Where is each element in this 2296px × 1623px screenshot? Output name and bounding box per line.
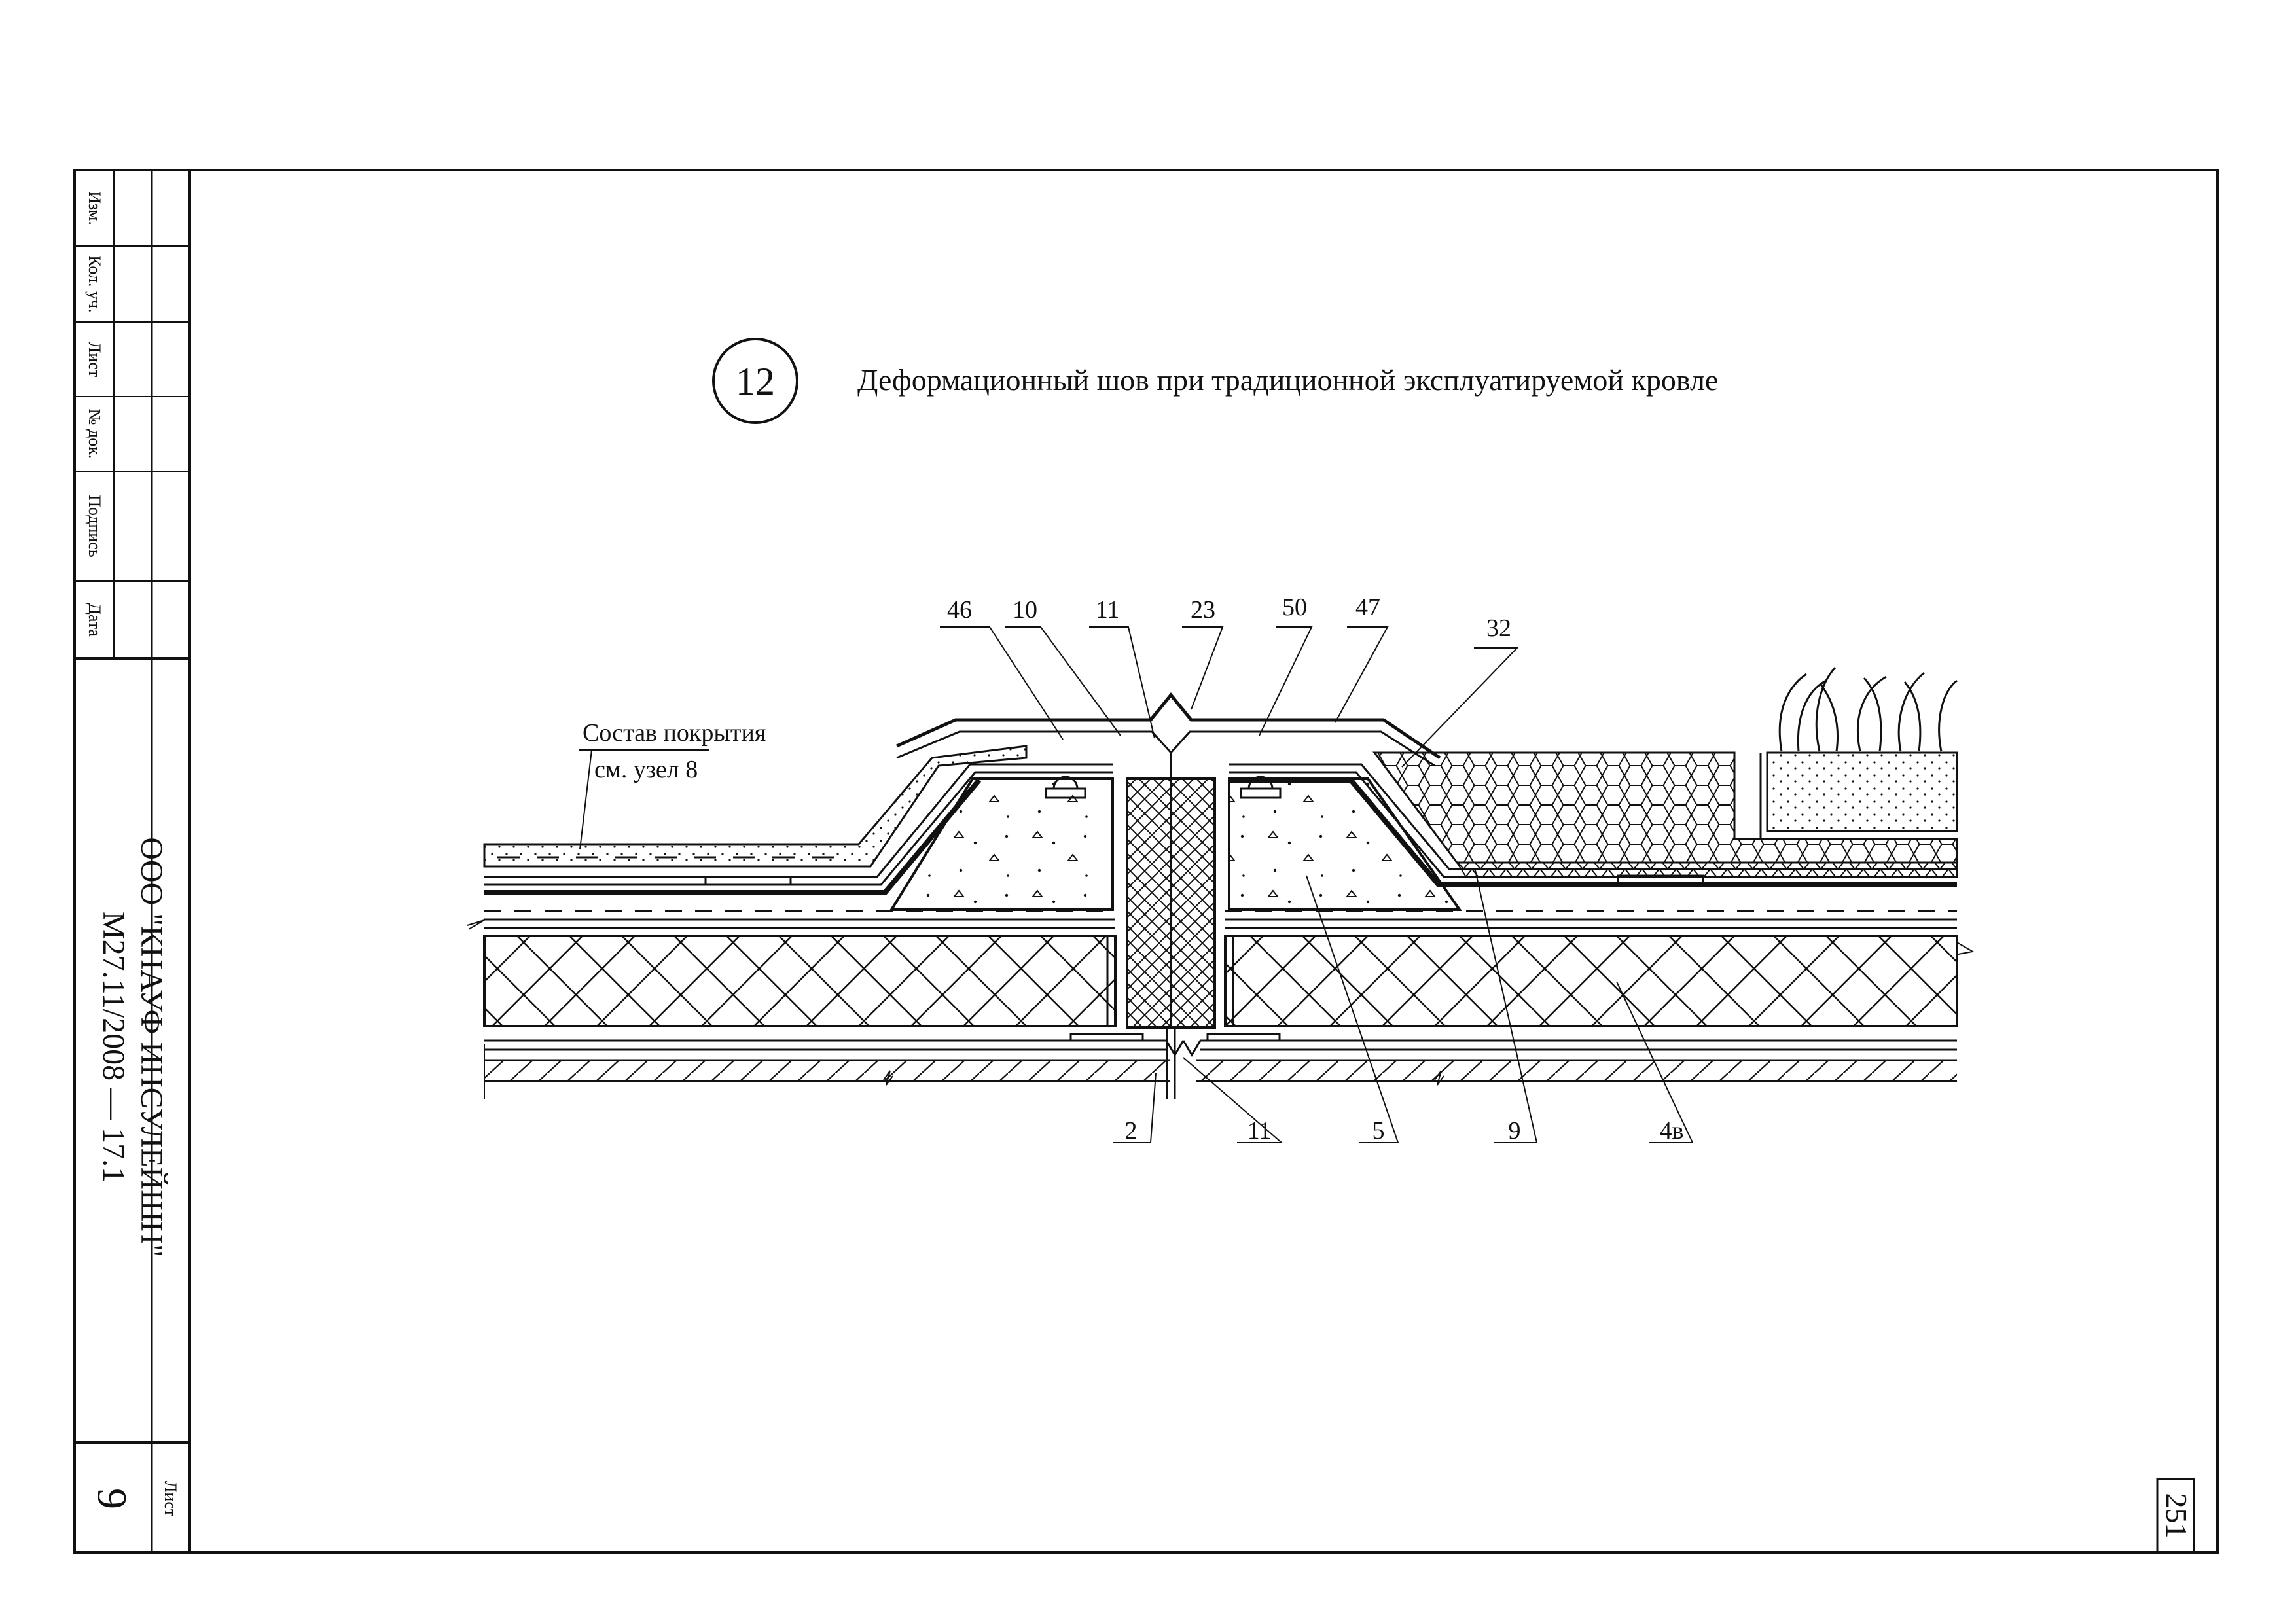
left-roof-buildup bbox=[483, 718, 1113, 895]
page-number-box: 251 bbox=[2156, 1478, 2195, 1554]
callout-10: 10 bbox=[1013, 596, 1037, 624]
node-header: 12 Деформационный шов при традиционной э… bbox=[712, 338, 1718, 424]
callout-9: 9 bbox=[1509, 1117, 1521, 1145]
callout-46: 46 bbox=[947, 596, 972, 624]
title-block: Изм. Кол. уч. Лист № док. Подпись Дата О… bbox=[73, 169, 191, 1554]
stamp-row-doc: № док. bbox=[85, 409, 104, 459]
anchor-left bbox=[1045, 776, 1086, 799]
vapor-barrier-layers bbox=[484, 1033, 1957, 1057]
soil-layer bbox=[1759, 751, 1958, 840]
node-circle bbox=[712, 338, 798, 424]
stamp-doc-code: М27.11/2008 — 17.1 bbox=[96, 912, 131, 1183]
coating-note: Состав покрытия см. узел 8 bbox=[583, 719, 766, 783]
callout-5: 5 bbox=[1372, 1117, 1385, 1145]
leader-lines-top bbox=[579, 626, 1519, 850]
callout-23: 23 bbox=[1191, 596, 1215, 624]
stamp-row-change: Изм. bbox=[85, 191, 104, 225]
base-slab bbox=[484, 1044, 1957, 1099]
grass-icon bbox=[1778, 666, 1958, 752]
leader-lines-bottom bbox=[1113, 870, 1694, 1143]
stamp-sheet-number: 9 bbox=[89, 1488, 135, 1509]
callout-4v: 4в bbox=[1660, 1117, 1684, 1145]
node-number: 12 bbox=[736, 360, 775, 403]
callouts: 46 10 11 23 50 47 32 2 11 5 9 4в bbox=[947, 594, 1683, 1145]
page-number: 251 bbox=[2160, 1493, 2193, 1539]
stamp-row-signature: Подпись bbox=[85, 495, 104, 558]
callout-47: 47 bbox=[1355, 594, 1380, 621]
callout-50: 50 bbox=[1282, 594, 1307, 621]
note-line-2: см. узел 8 bbox=[594, 756, 698, 783]
callout-32: 32 bbox=[1486, 615, 1511, 642]
anchor-right bbox=[1240, 776, 1282, 799]
node-title: Деформационный шов при традиционной эксп… bbox=[857, 363, 1718, 397]
callout-11-bottom: 11 bbox=[1247, 1117, 1272, 1145]
compensator-insert bbox=[1126, 777, 1216, 1099]
note-line-1: Состав покрытия bbox=[583, 719, 766, 747]
stamp-row-sheet: Лист bbox=[85, 342, 104, 377]
concrete-ramp-right bbox=[1228, 777, 1462, 911]
compensator-cover bbox=[1113, 692, 1229, 780]
stamp-row-count: Кол. уч. bbox=[85, 255, 104, 312]
stamp-sheet-label: Лист bbox=[161, 1481, 180, 1516]
callout-11: 11 bbox=[1096, 596, 1120, 624]
stamp-company: ООО "КНАУФ ИНСУЛЕЙШН" bbox=[134, 837, 169, 1257]
joint-section: 46 10 11 23 50 47 32 2 11 5 9 4в Состав … bbox=[467, 594, 1975, 1145]
stamp-row-date: Дата bbox=[85, 603, 104, 637]
callout-2: 2 bbox=[1125, 1117, 1138, 1145]
insulation-boards bbox=[483, 935, 1958, 1027]
